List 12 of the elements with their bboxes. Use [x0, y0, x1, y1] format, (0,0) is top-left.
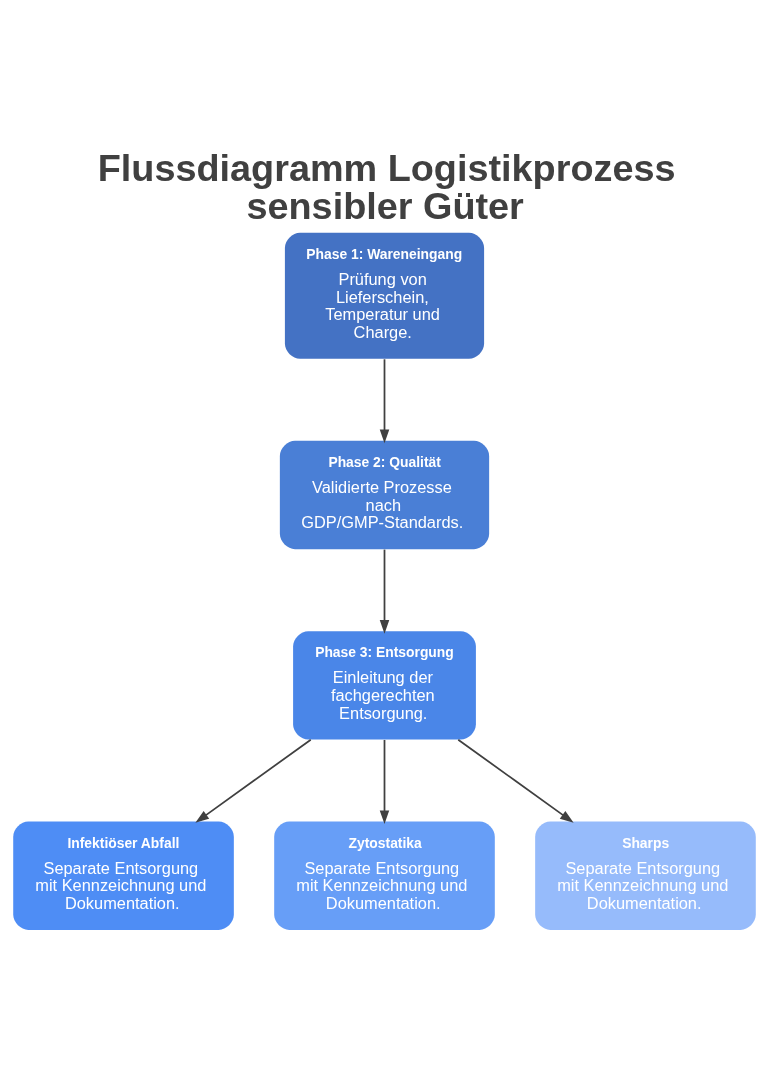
arrow [457, 738, 574, 823]
node-box: Infektiöser Abfall Separate Entsorgung mit Kennzeichnung und Dokumentation. [13, 821, 234, 930]
node-box: Sharps Separate Entsorgung mit Kennzeichnung und Dokumentation. [535, 821, 756, 930]
node-box: Phase 3: Entsorgung Einleitung der fachgerechten Entsorgung. [293, 631, 476, 740]
arrow [379, 358, 390, 444]
node-box: Phase 1: Wareneingang Prüfung von Lieferschein, Temperatur und Charge. [284, 232, 485, 359]
arrow [379, 739, 390, 825]
arrow [379, 548, 390, 634]
diagram-title: Flussdiagramm Logistikprozess sensibler Güter [97, 147, 676, 227]
arrow [195, 738, 312, 823]
node-box: Zytostatika Separate Entsorgung mit Kennzeichnung und Dokumentation. [274, 821, 495, 930]
node-box: Phase 2: Qualität Validierte Prozesse nach GDP/GMP-Standards. [279, 440, 490, 550]
